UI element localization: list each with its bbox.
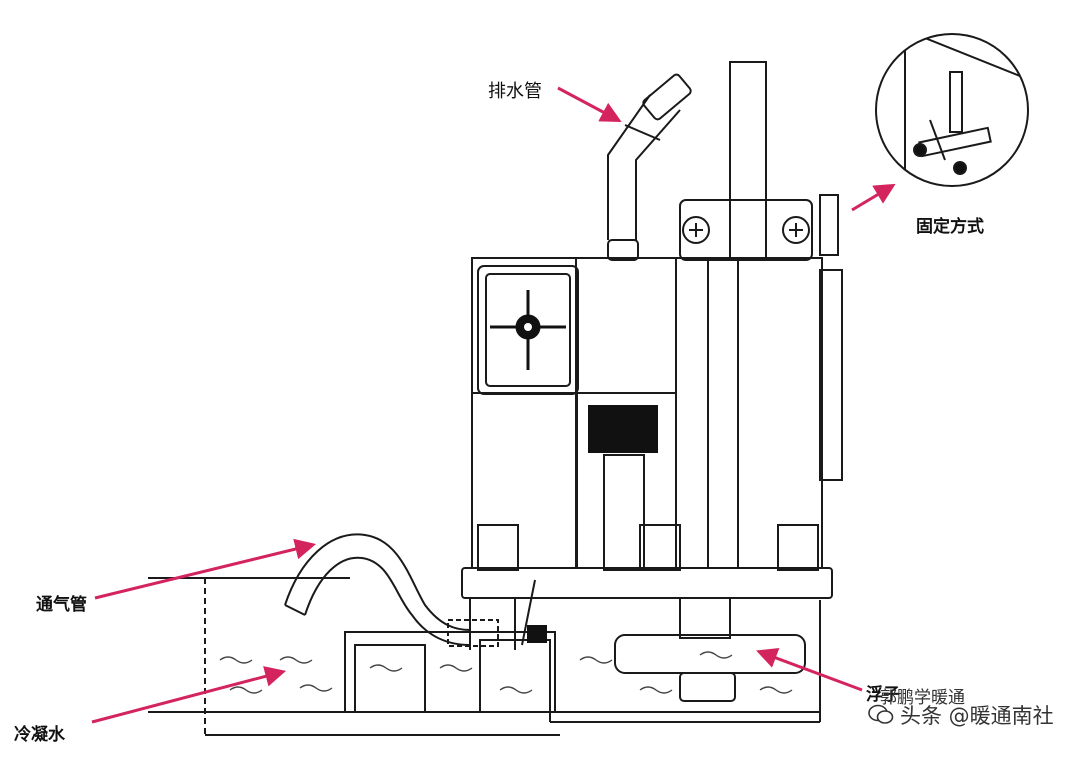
- impeller: [490, 290, 566, 370]
- condensate-tray: [148, 577, 821, 736]
- arrow-drain-pipe: [557, 86, 622, 122]
- float-label: 浮子: [866, 685, 900, 705]
- condensate-label: 冷凝水: [14, 725, 65, 745]
- float-switch-motor: [527, 405, 658, 643]
- vent-pipe-label: 通气管: [36, 595, 87, 615]
- fixing-method-label: 固定方式: [916, 217, 984, 237]
- watermark-source: 头条 @暖通南社: [900, 704, 1054, 728]
- pump-body: [461, 61, 843, 702]
- arrow-vent-pipe: [94, 538, 317, 600]
- arrow-fixing-method: [851, 183, 896, 212]
- fixing-detail-inset: [875, 33, 1029, 187]
- arrow-condensate: [91, 666, 287, 724]
- watermark-account: 郭鹏学暖通: [880, 688, 965, 708]
- drain-pipe-label: 排水管: [488, 81, 542, 102]
- wechat-icon: [868, 704, 894, 724]
- vent-hose: [284, 533, 499, 647]
- water-surface: [219, 651, 793, 694]
- annotation-arrows: [91, 86, 896, 724]
- watermark: 头条 @暖通南社: [868, 700, 1054, 730]
- drain-pipe: [607, 73, 692, 240]
- arrow-float: [756, 648, 863, 692]
